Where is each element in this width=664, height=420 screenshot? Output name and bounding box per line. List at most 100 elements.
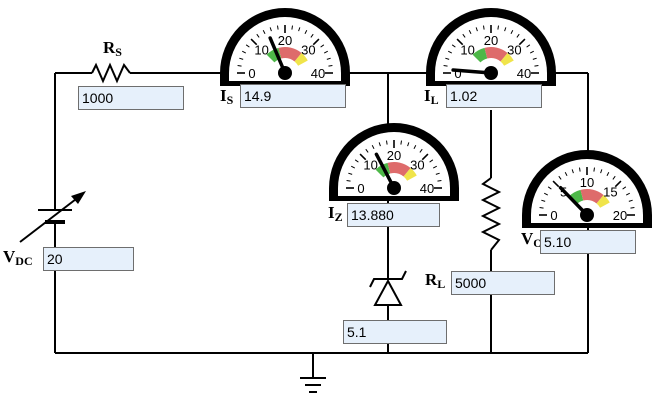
meter-tick xyxy=(421,153,429,161)
meter-tick xyxy=(518,38,526,46)
meter-tick-label: 15 xyxy=(603,185,617,200)
meter-tick xyxy=(510,30,514,35)
zener-diode xyxy=(369,263,407,306)
meter-zone xyxy=(596,194,610,208)
meter-zone xyxy=(278,47,302,62)
meter-tick xyxy=(630,206,635,209)
meter-tick-label: 0 xyxy=(454,66,461,81)
meter-tick xyxy=(371,145,375,150)
vdc-input[interactable] xyxy=(43,247,134,271)
battery-vdc xyxy=(19,191,86,243)
meter-tick xyxy=(378,142,381,147)
meter-tick-label: 20 xyxy=(387,148,401,163)
meter-tick xyxy=(534,64,539,67)
meter-tick xyxy=(354,159,359,163)
meter-tick-label: 10 xyxy=(460,43,474,58)
meter-zone xyxy=(294,52,308,66)
label-iz: IZ xyxy=(328,203,343,224)
meter-pivot xyxy=(278,66,292,80)
label-rl: RL xyxy=(425,270,446,291)
meter-tick xyxy=(437,179,442,182)
meter-tick xyxy=(262,30,266,35)
meter-zone xyxy=(500,52,514,66)
meter-tick xyxy=(622,186,627,190)
meter-tick xyxy=(326,57,331,60)
meter-tick xyxy=(304,30,308,35)
meter-tick xyxy=(571,169,574,174)
meter-tick xyxy=(529,50,534,54)
meter-tick xyxy=(541,199,546,202)
meter-tick xyxy=(312,38,320,46)
meter-tick xyxy=(558,175,562,180)
meter-tick xyxy=(504,27,507,32)
meter-tick xyxy=(552,180,560,188)
meter-tick xyxy=(298,27,301,32)
meter-tick xyxy=(291,25,294,30)
meter-tick-label: 20 xyxy=(484,33,498,48)
meter-pivot xyxy=(387,181,401,195)
meter-tick xyxy=(346,179,351,182)
meter-tick-label: 0 xyxy=(357,181,364,196)
meter-tick xyxy=(328,64,333,67)
meter-tick xyxy=(365,148,369,153)
meter-tick xyxy=(435,172,440,175)
circuit-wires xyxy=(54,72,589,378)
meter-tick xyxy=(612,175,616,180)
meter-tick xyxy=(413,145,417,150)
meter-tick xyxy=(242,50,247,54)
meter-tick-label: 40 xyxy=(420,181,434,196)
meter-tick xyxy=(497,25,500,30)
rs-input[interactable] xyxy=(78,86,184,110)
meter-tick xyxy=(419,148,423,153)
meter-tick xyxy=(516,33,520,38)
meter-zone xyxy=(580,189,604,204)
meter-tick xyxy=(547,186,552,190)
meter-tick xyxy=(526,44,531,48)
label-vdc: VDC xyxy=(3,247,33,268)
meter-tick xyxy=(348,172,353,175)
meter-tick-label: 10 xyxy=(254,43,268,58)
il-readout[interactable] xyxy=(446,84,542,108)
meter-tick xyxy=(544,192,549,196)
meter-tick-label: 20 xyxy=(613,208,627,223)
meter-zone xyxy=(472,47,488,63)
meter-tick xyxy=(359,153,367,161)
meter-tick xyxy=(606,172,610,177)
meter-tick-label: 10 xyxy=(363,158,377,173)
meter-tick xyxy=(468,30,472,35)
meter-tick xyxy=(578,167,581,172)
meter-tick xyxy=(237,64,242,67)
vz-input[interactable] xyxy=(343,320,447,344)
meter-tick xyxy=(600,169,603,174)
label-rs: RS xyxy=(103,38,122,59)
meter-tick-label: 30 xyxy=(301,43,315,58)
rl-input[interactable] xyxy=(451,271,555,295)
meter-tick xyxy=(432,165,437,169)
meter-tick xyxy=(625,192,630,196)
meter-tick-label: 40 xyxy=(517,66,531,81)
meter-tick xyxy=(539,206,544,209)
vo-readout[interactable] xyxy=(540,230,636,254)
meter-tick-label: 0 xyxy=(248,66,255,81)
resistor-rs xyxy=(91,62,131,84)
is-readout[interactable] xyxy=(240,84,346,108)
meter-tick xyxy=(475,27,478,32)
meter-tick xyxy=(276,25,279,30)
meter-zone xyxy=(387,162,411,177)
resistor-rl xyxy=(480,177,502,251)
meter-tick xyxy=(482,25,485,30)
label-is: IS xyxy=(220,86,234,107)
meter-tick-label: 10 xyxy=(580,175,594,190)
meter-tick xyxy=(385,140,388,145)
meter-tick xyxy=(614,180,622,188)
meter-zone xyxy=(484,47,508,62)
meter-zone xyxy=(403,167,417,181)
meter-pivot xyxy=(484,66,498,80)
meter-tick xyxy=(593,167,596,172)
iz-readout[interactable] xyxy=(347,203,440,227)
label-vo: VO xyxy=(521,229,543,250)
